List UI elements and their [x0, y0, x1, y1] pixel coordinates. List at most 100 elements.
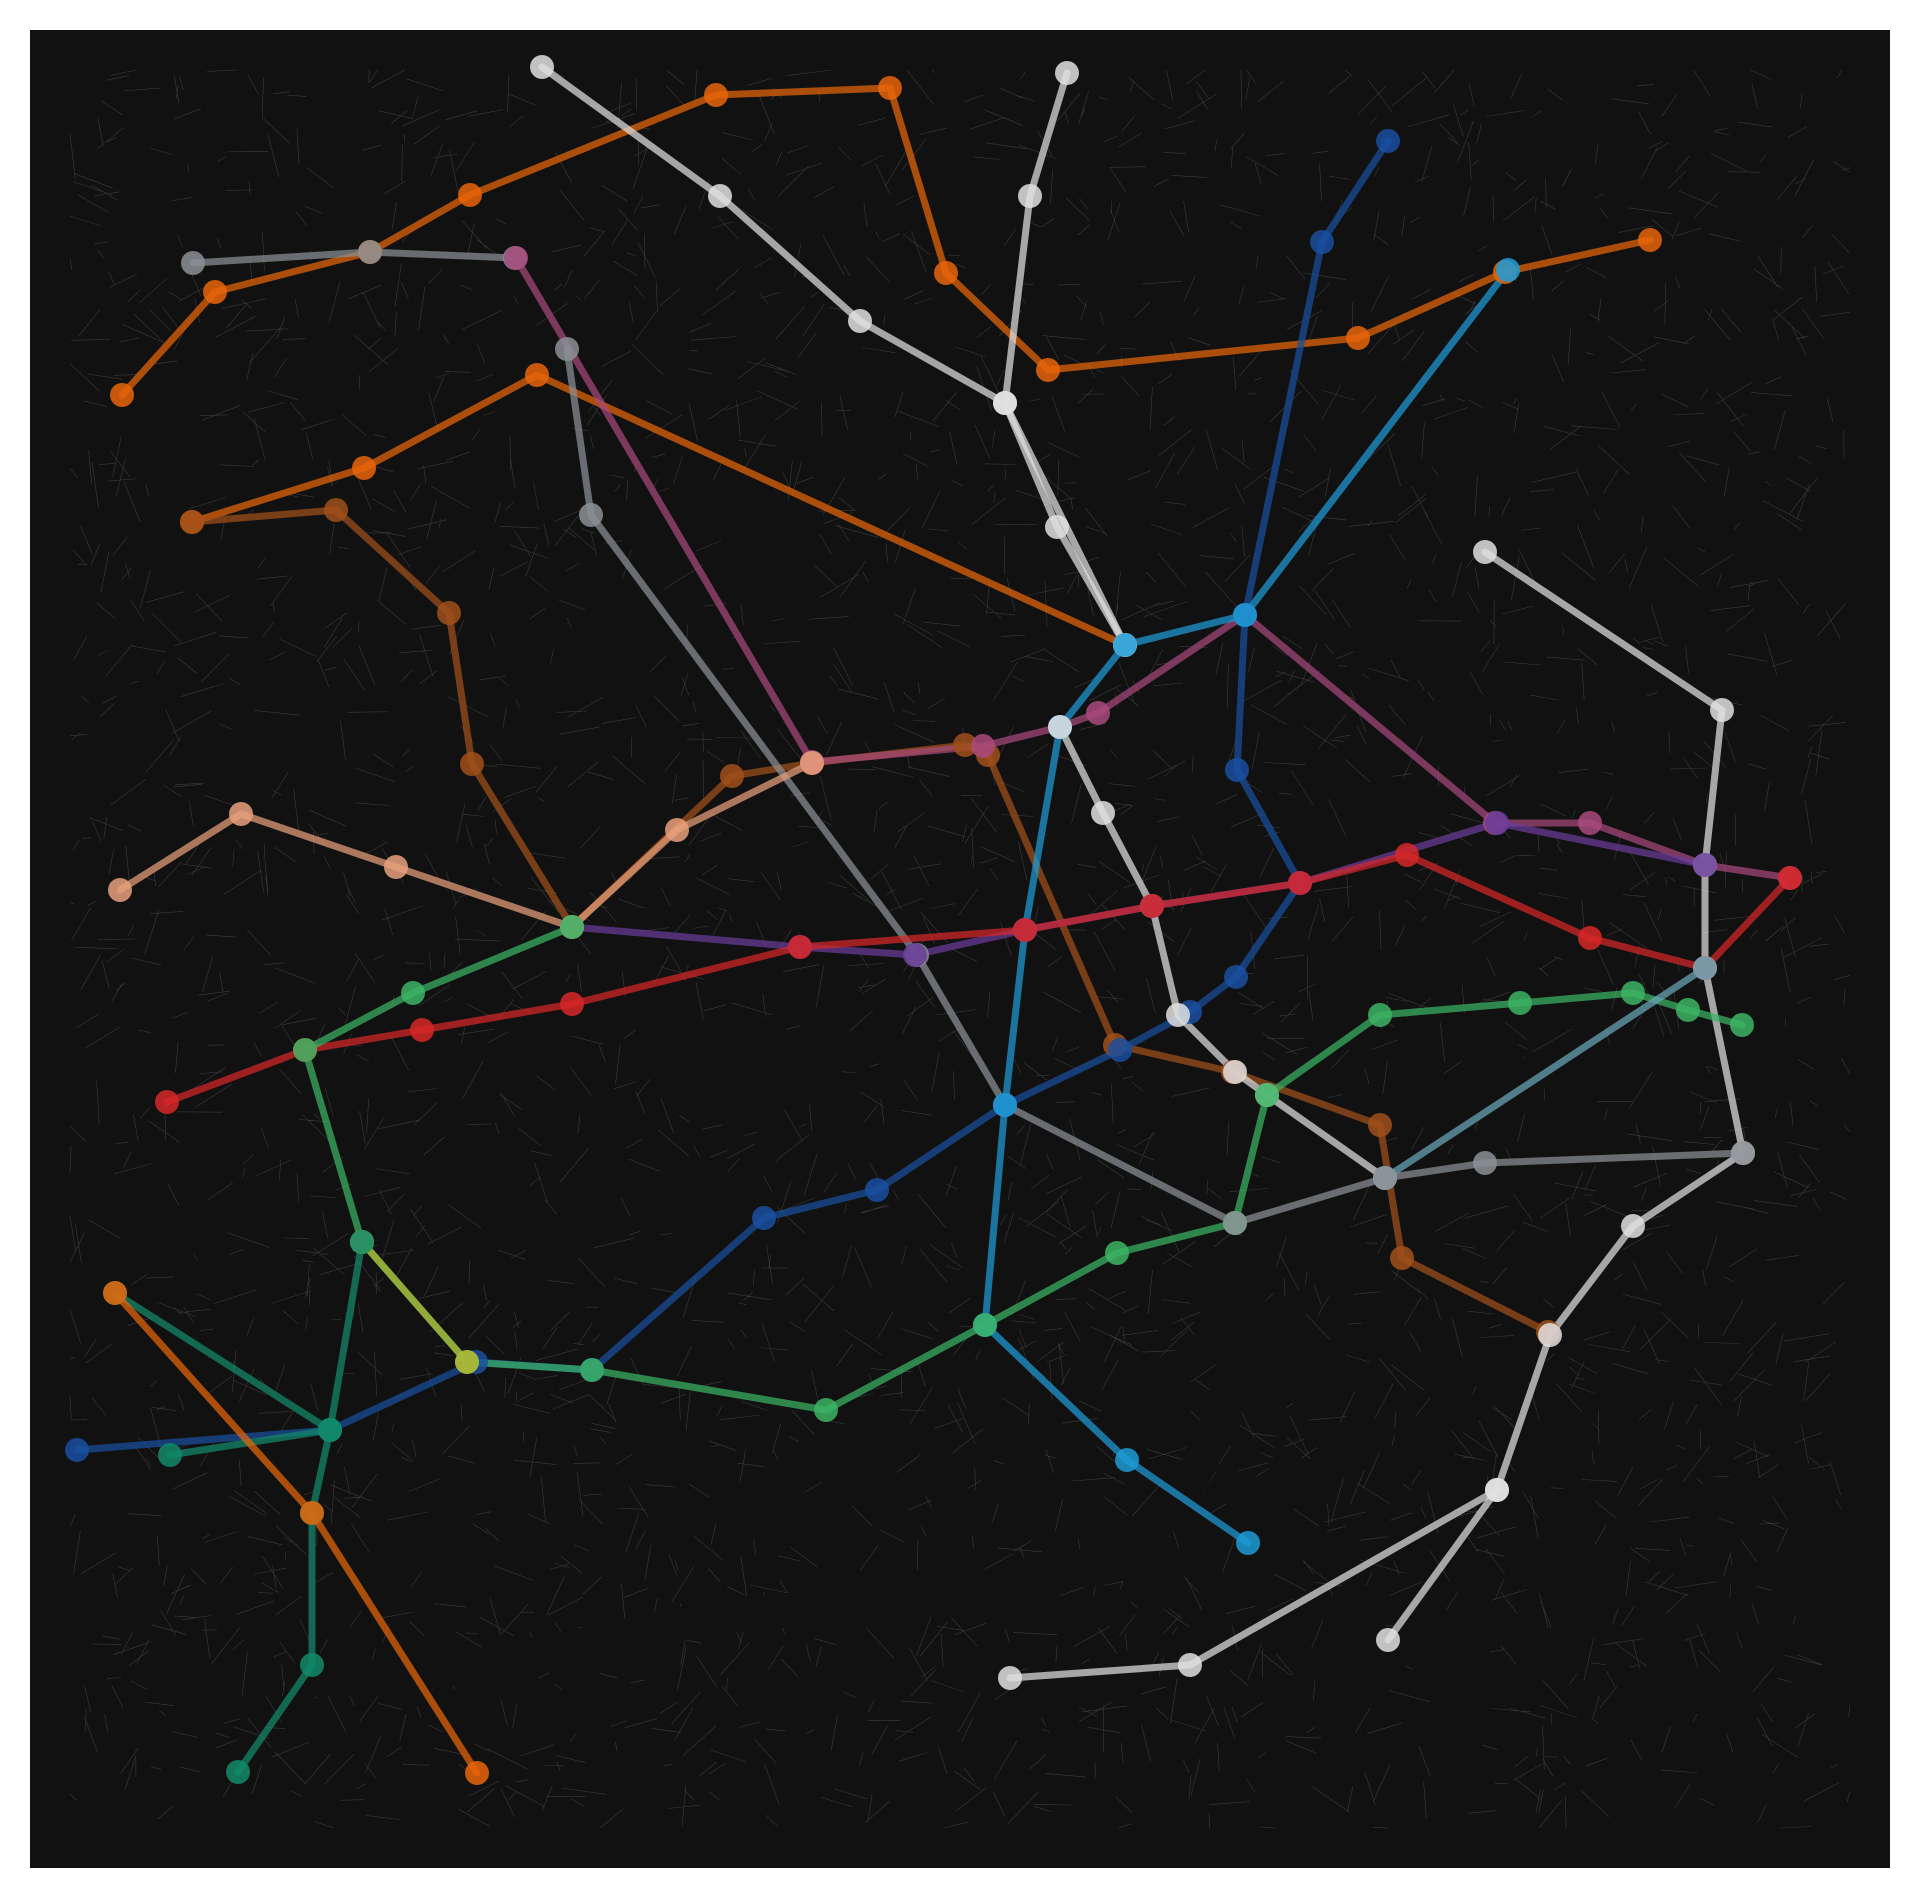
station-marker — [934, 261, 958, 285]
route-purple — [568, 819, 1709, 959]
route-white-south-spur — [1384, 1486, 1501, 1644]
station-marker — [1178, 1653, 1202, 1677]
station-marker — [401, 981, 425, 1005]
station-marker — [458, 183, 482, 207]
station-marker — [180, 510, 204, 534]
station-marker — [1368, 1003, 1392, 1027]
station-marker — [1223, 1060, 1247, 1084]
station-marker — [580, 1358, 604, 1382]
station-marker — [1538, 1323, 1562, 1347]
station-marker — [800, 751, 824, 775]
station-marker — [560, 992, 584, 1016]
station-marker — [110, 383, 134, 407]
station-marker — [998, 1666, 1022, 1690]
station-marker — [352, 456, 376, 480]
station-marker — [108, 878, 132, 902]
station-marker — [848, 309, 872, 333]
transit-map — [65, 55, 1890, 1829]
station-marker — [1676, 998, 1700, 1022]
station-marker — [1376, 129, 1400, 153]
route-orange-north — [118, 84, 1654, 399]
station-marker — [1473, 1151, 1497, 1175]
station-marker — [158, 1443, 182, 1467]
station-marker — [1310, 230, 1334, 254]
station-marker — [665, 818, 689, 842]
station-marker — [993, 1093, 1017, 1117]
station-marker — [1113, 633, 1137, 657]
station-marker — [1233, 603, 1257, 627]
station-marker — [1346, 326, 1370, 350]
river — [289, 1023, 1890, 1697]
station-marker — [1731, 1141, 1755, 1165]
station-marker — [293, 1038, 317, 1062]
station-marker — [1693, 853, 1717, 877]
station-marker — [1091, 801, 1115, 825]
street-texture — [69, 69, 1851, 1829]
station-marker — [1693, 956, 1717, 980]
route-white-east — [1006, 548, 1747, 1682]
station-marker — [903, 943, 927, 967]
route-red — [163, 851, 1794, 1106]
station-marker — [1373, 1166, 1397, 1190]
station-marker — [1578, 926, 1602, 950]
station-marker — [555, 337, 579, 361]
station-marker — [1730, 1013, 1754, 1037]
station-marker — [65, 1438, 89, 1462]
route-magenta — [512, 254, 1794, 882]
station-marker — [1013, 918, 1037, 942]
station-marker — [953, 733, 977, 757]
station-marker — [1223, 1211, 1247, 1235]
station-marker — [814, 1398, 838, 1422]
station-marker — [1224, 965, 1248, 989]
station-marker — [1621, 981, 1645, 1005]
station-marker — [1055, 61, 1079, 85]
station-marker — [384, 855, 408, 879]
station-marker — [358, 240, 382, 264]
station-marker — [752, 1206, 776, 1230]
station-marker — [1166, 1003, 1190, 1027]
station-marker — [1140, 894, 1164, 918]
station-marker — [103, 1281, 127, 1305]
station-marker — [226, 1760, 250, 1784]
station-marker — [720, 764, 744, 788]
station-marker — [530, 55, 554, 79]
station-marker — [410, 1018, 434, 1042]
station-marker — [1485, 811, 1509, 835]
station-marker — [1048, 715, 1072, 739]
station-marker — [460, 752, 484, 776]
station-marker — [455, 1350, 479, 1374]
station-marker — [1105, 1241, 1129, 1265]
station-marker — [708, 184, 732, 208]
station-marker — [525, 363, 549, 387]
station-marker — [579, 503, 603, 527]
station-marker — [155, 1090, 179, 1114]
route-orange-northwest — [188, 371, 1129, 649]
station-marker — [318, 1418, 342, 1442]
station-marker — [203, 280, 227, 304]
station-marker — [1368, 1113, 1392, 1137]
station-marker — [1485, 1478, 1509, 1502]
station-marker — [300, 1653, 324, 1677]
station-marker — [1638, 228, 1662, 252]
station-marker — [1115, 1448, 1139, 1472]
station-marker — [560, 915, 584, 939]
station-marker — [1395, 843, 1419, 867]
station-marker — [973, 1313, 997, 1337]
route-teal — [111, 1289, 334, 1776]
station-marker — [1578, 811, 1602, 835]
station-marker — [1255, 1083, 1279, 1107]
station-marker — [1390, 1246, 1414, 1270]
station-marker — [1376, 1628, 1400, 1652]
station-marker — [300, 1501, 324, 1525]
route-peach — [116, 759, 816, 931]
station-marker — [465, 1761, 489, 1785]
station-marker — [704, 83, 728, 107]
transit-lines — [73, 63, 1794, 1777]
station-marker — [971, 734, 995, 758]
station-marker — [1236, 1531, 1260, 1555]
station-marker — [1710, 698, 1734, 722]
station-marker — [350, 1230, 374, 1254]
station-marker — [1045, 515, 1069, 539]
route-green — [301, 923, 1746, 1414]
station-marker — [504, 246, 528, 270]
